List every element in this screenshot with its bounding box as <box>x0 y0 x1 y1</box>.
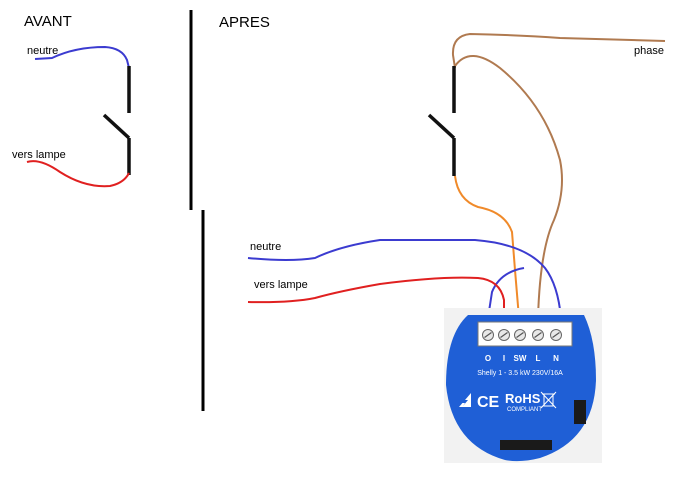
weee-bin-icon <box>540 391 557 409</box>
after-lamp-wire <box>247 276 505 318</box>
screw-slot <box>500 332 508 338</box>
before-panel: AVANT neutre vers lampe <box>12 13 131 188</box>
terminal-label-sw: SW <box>514 354 527 363</box>
warning-bolt <box>462 396 468 406</box>
rohs-compliant: COMPLIANT <box>507 407 542 413</box>
phase-wire-to-L <box>454 55 563 319</box>
after-neutral-wire <box>247 239 562 319</box>
after-panel: APRES phase neutre vers lampe O I SW L N She… <box>219 14 666 463</box>
after-phase-label: phase <box>634 45 664 57</box>
after-title: APRES <box>219 14 270 31</box>
terminal-label-o: O <box>485 354 491 363</box>
before-lamp-wire <box>26 160 130 188</box>
terminal-labels: O I SW L N <box>485 354 559 363</box>
before-neutral-label: neutre <box>27 45 58 57</box>
screw-slot <box>516 332 524 338</box>
phase-wire-to-switch <box>451 32 666 69</box>
before-lamp-label: vers lampe <box>12 149 66 161</box>
bottom-connector <box>500 440 552 450</box>
before-switch-lever <box>102 113 131 140</box>
neutral-wire-to-O <box>487 267 525 319</box>
switch-wire-to-SW <box>454 175 520 319</box>
ce-mark: CE <box>477 394 500 411</box>
device-body <box>446 315 596 462</box>
after-switch-lever <box>427 113 456 140</box>
terminal-label-i: I <box>503 354 505 363</box>
terminal-label-l: L <box>536 354 541 363</box>
after-neutral-label: neutre <box>250 241 281 253</box>
shelly-device: O I SW L N Shelly 1 - 3.5 kW 230V/16A CE RoH… <box>444 308 602 463</box>
divider-line <box>189 10 205 411</box>
side-connector <box>574 400 586 424</box>
rohs-mark: RoHS <box>505 391 541 406</box>
after-lamp-label: vers lampe <box>254 279 308 291</box>
screw-slot <box>534 332 542 338</box>
device-model-line: Shelly 1 - 3.5 kW 230V/16A <box>477 370 563 377</box>
before-neutral-wire <box>34 45 130 69</box>
screw-slot <box>552 332 560 338</box>
terminal-screws <box>482 329 562 341</box>
terminal-label-n: N <box>553 354 559 363</box>
before-title: AVANT <box>24 13 72 30</box>
screw-slot <box>484 332 492 338</box>
